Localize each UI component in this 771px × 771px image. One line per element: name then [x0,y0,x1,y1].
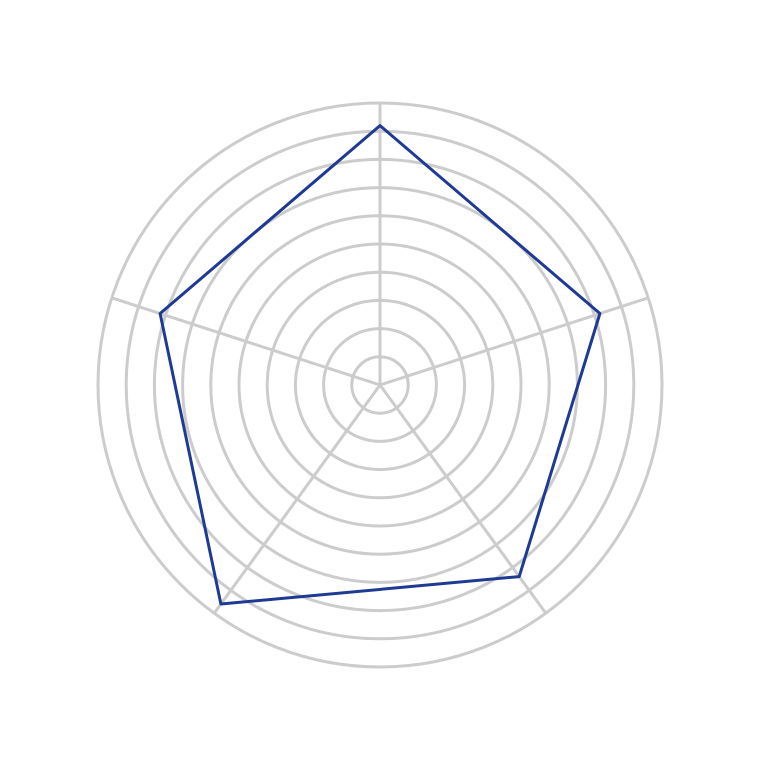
axis-spoke-4 [213,384,382,615]
axis-spoke-5 [111,296,381,387]
axis-spoke-2 [379,296,649,387]
series-layer [158,124,602,606]
axis-spoke-3 [378,384,547,615]
series-shape-1 [158,124,602,606]
grid-spokes [111,103,649,615]
